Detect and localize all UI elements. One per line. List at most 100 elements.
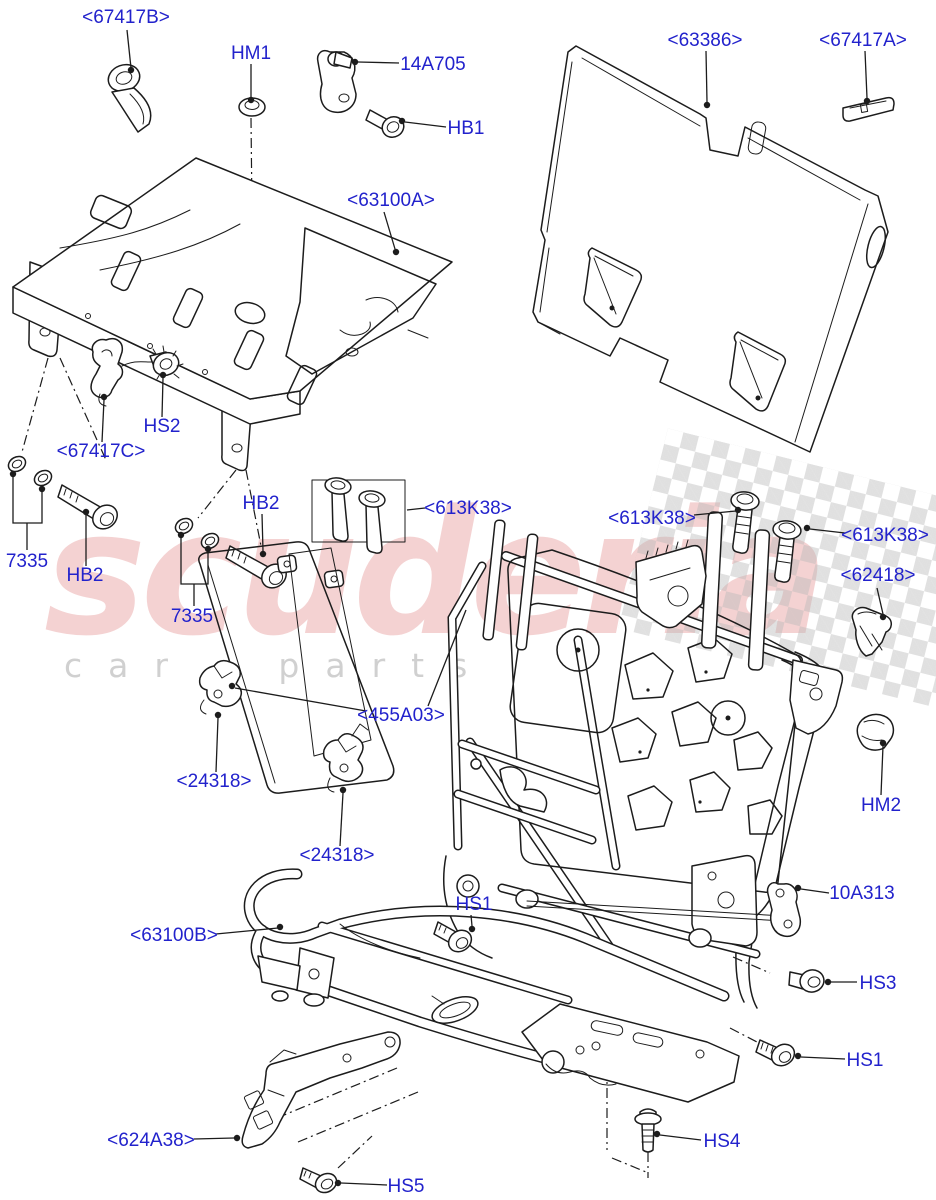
- part-24318-bracket-right: [322, 723, 369, 793]
- leader-dot-63100A: [392, 248, 400, 256]
- leader-line-HM2: [880, 745, 884, 796]
- leader-line-HS4: [659, 1134, 702, 1141]
- leader-dot-14A705: [351, 58, 359, 66]
- part-label-63386: <63386>: [667, 30, 742, 51]
- part-62418-cap: [851, 606, 892, 657]
- part-63386-back-panel: [532, 45, 889, 453]
- leader-dot-HB2-left: [82, 508, 90, 516]
- leader-dot-7335-left: [9, 470, 17, 478]
- part-label-613K38-left: <613K38>: [424, 498, 512, 519]
- leader-dot-7335-mid: [177, 531, 185, 539]
- leader-line-613K38-right: [809, 528, 846, 534]
- part-label-HS2: HS2: [144, 416, 181, 437]
- part-613K38-bolts-boxed: [311, 477, 406, 554]
- leader-dot-63386: [703, 101, 711, 109]
- part-HS3-screw: [788, 969, 825, 993]
- leader-dot-62418: [879, 613, 887, 621]
- part-label-14A705: 14A705: [400, 54, 466, 75]
- leader-line-613K38-mid: [693, 510, 737, 516]
- part-label-HS5: HS5: [388, 1176, 425, 1197]
- part-label-HS3: HS3: [860, 973, 897, 994]
- part-label-24318-right: <24318>: [299, 845, 374, 866]
- part-label-24318-left: <24318>: [176, 771, 251, 792]
- leader-dot-613K38-right: [803, 524, 811, 532]
- part-label-10A313: 10A313: [829, 883, 895, 904]
- leader-line-67417A: [864, 50, 868, 99]
- part-HS1-bolt-left: [433, 921, 473, 953]
- part-HS4-bolt: [634, 1108, 662, 1153]
- part-label-67417A: <67417A>: [819, 30, 907, 51]
- leader-dot-HS3: [824, 978, 832, 986]
- part-HS5-screw: [299, 1167, 338, 1194]
- part-label-613K38-mid: <613K38>: [608, 508, 696, 529]
- leader-dot-HS4: [653, 1130, 661, 1138]
- part-67417C-clip: [90, 338, 153, 407]
- leader-dot-HS2: [159, 371, 167, 379]
- part-624A38-bracket: [241, 1031, 401, 1149]
- part-7335-washers-mid: [174, 517, 220, 550]
- leader-dot-HS1-left: [468, 925, 476, 933]
- leader-dot-63100B: [276, 923, 284, 931]
- part-label-HB2-mid: HB2: [243, 493, 280, 514]
- leader-line-63100A: [383, 211, 396, 250]
- leader-line-455A03: [234, 687, 367, 712]
- leader-dot-HS5: [334, 1179, 342, 1187]
- part-label-HB2-left: HB2: [67, 565, 104, 586]
- part-HB1-bolt: [365, 109, 405, 139]
- part-seat-back-frame: [443, 511, 844, 1009]
- leader-dot-67417A: [863, 97, 871, 105]
- leader-line-455A03: [427, 609, 467, 707]
- part-label-67417C: <67417C>: [57, 441, 146, 462]
- leader-dot-10A313: [794, 884, 802, 892]
- part-label-HS1-left: HS1: [456, 894, 493, 915]
- part-label-HS1-right: HS1: [847, 1050, 884, 1071]
- part-label-62418: <62418>: [840, 565, 915, 586]
- part-label-67417B: <67417B>: [82, 7, 170, 28]
- part-label-HM1: HM1: [231, 43, 271, 64]
- leader-line-HS1-left: [470, 914, 473, 927]
- leader-dot-HM2: [879, 739, 887, 747]
- leader-line-HS5: [340, 1182, 388, 1186]
- leader-dot-HM1: [247, 96, 255, 104]
- watermark-subtitle: car parts: [64, 646, 494, 685]
- leader-line-67417B: [126, 29, 132, 69]
- leader-line-67417C: [101, 399, 105, 443]
- part-label-63100B: <63100B>: [130, 925, 218, 946]
- leader-line-14A705: [357, 61, 400, 64]
- part-67417B-strap: [107, 63, 152, 133]
- part-455A03-pad: [288, 547, 372, 757]
- leader-dot-HB1: [398, 117, 406, 125]
- leader-line-63386: [705, 50, 708, 103]
- part-613K38-bolt-right: [772, 520, 802, 583]
- part-label-HB1: HB1: [448, 118, 485, 139]
- part-label-HS4: HS4: [704, 1131, 741, 1152]
- leader-dot-455A03: [228, 682, 236, 690]
- part-HS2-screw: [149, 345, 184, 380]
- leader-dot-24318-left: [214, 711, 222, 719]
- leader-line-HB1: [404, 121, 447, 128]
- leader-line-10A313: [800, 888, 830, 894]
- leader-dot-624A38: [233, 1134, 241, 1142]
- part-63100B-base-frame: [243, 868, 740, 1103]
- part-14A705-bracket: [316, 50, 357, 114]
- part-HM2-clip: [856, 713, 895, 751]
- leader-dot-7335-left: [38, 485, 46, 493]
- part-67417A-clip: [842, 96, 895, 122]
- part-label-624A38: <624A38>: [107, 1130, 195, 1151]
- leader-line-24318-right: [339, 792, 344, 847]
- leader-dot-67417C: [100, 393, 108, 401]
- leader-dot-613K38-mid: [734, 506, 742, 514]
- leader-line-24318-left: [215, 717, 219, 773]
- part-HS1-bolt-right: [755, 1039, 796, 1067]
- part-HB2-bolt-left: [57, 484, 118, 530]
- leader-line-613K38-left: [406, 507, 426, 511]
- part-label-7335-left: 7335: [6, 551, 48, 572]
- leader-dot-7335-mid: [204, 545, 212, 553]
- leader-dot-HS1-right: [794, 1052, 802, 1060]
- part-label-455A03: <455A03>: [357, 705, 445, 726]
- leader-dot-67417B: [127, 66, 135, 74]
- part-label-63100A: <63100A>: [347, 190, 435, 211]
